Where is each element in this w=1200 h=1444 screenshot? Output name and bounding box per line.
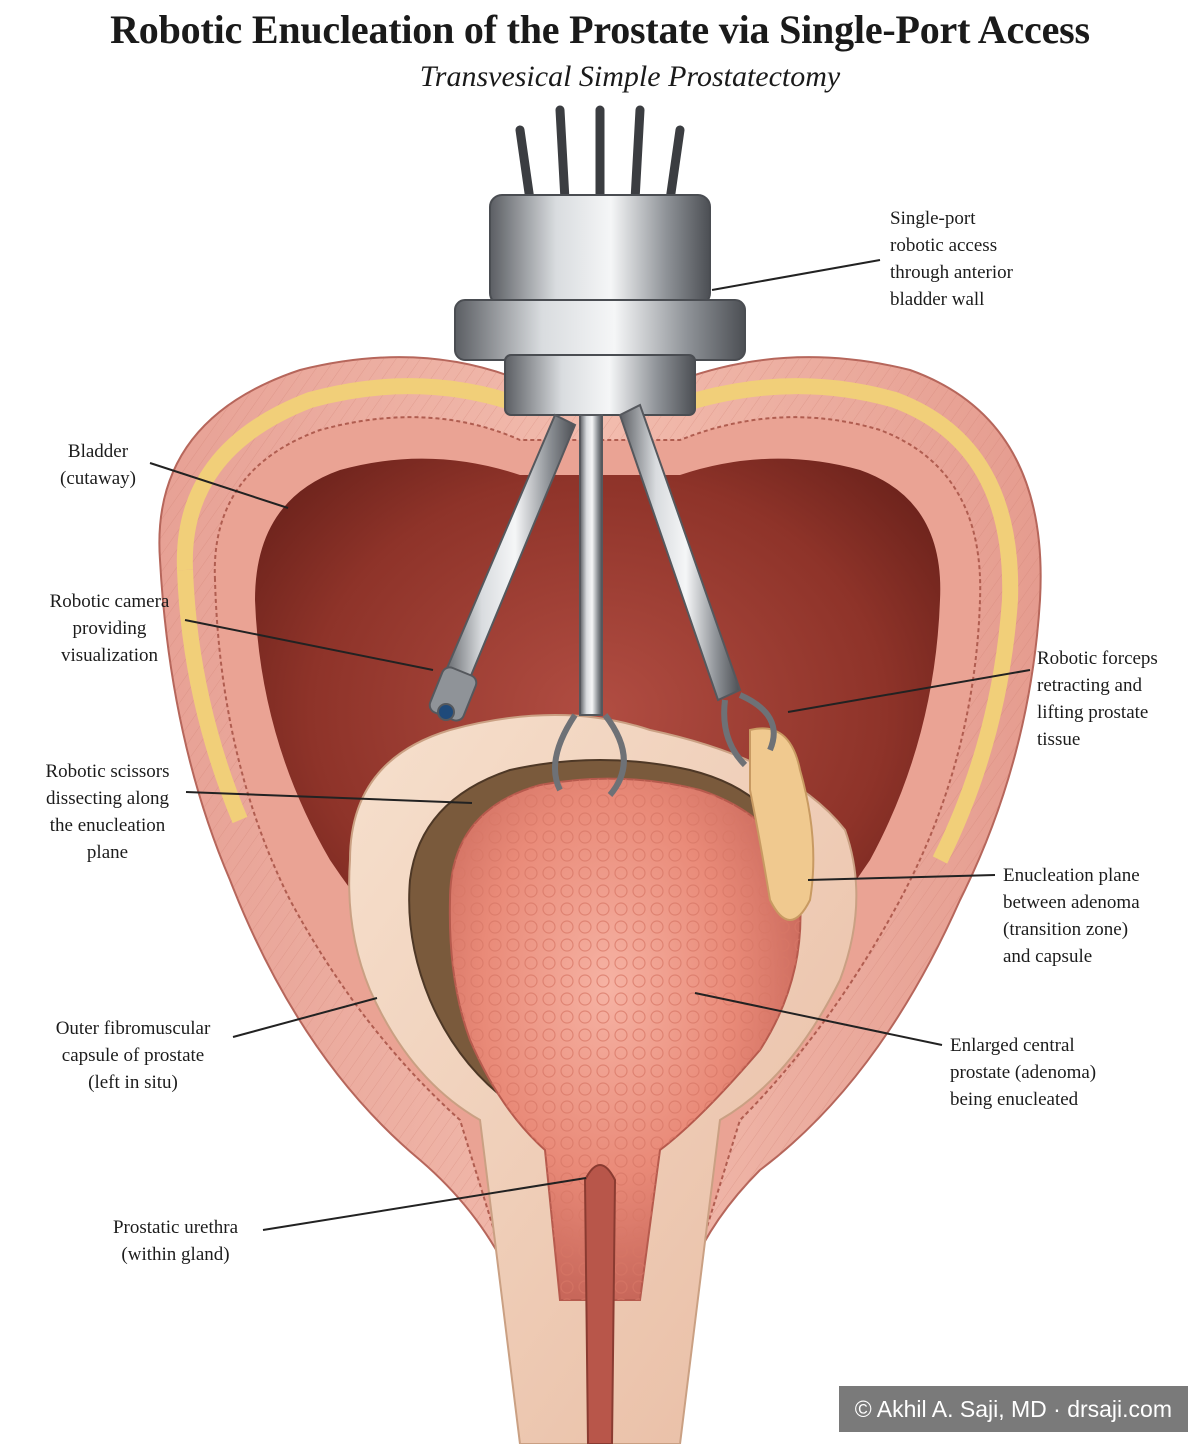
leader-camera (184, 619, 434, 671)
leader-capsule (232, 997, 378, 1038)
copyright-watermark: © Akhil A. Saji, MD · drsaji.com (838, 1386, 1188, 1432)
leader-port (711, 259, 881, 291)
leader-adenoma (694, 992, 943, 1046)
page-subtitle: Transvesical Simple Prostatectomy (419, 60, 841, 93)
leader-plane (807, 874, 996, 881)
leader-forceps (787, 669, 1031, 713)
page-title: Robotic Enucleation of the Prostate via … (110, 7, 1090, 52)
leader-scissors (185, 791, 473, 804)
label-urethra: Prostatic urethra(within gland) (112, 1217, 239, 1265)
leader-bladder (149, 462, 289, 509)
leader-urethra (262, 1177, 587, 1231)
label-bladder: Bladder(cutaway) (60, 441, 136, 489)
